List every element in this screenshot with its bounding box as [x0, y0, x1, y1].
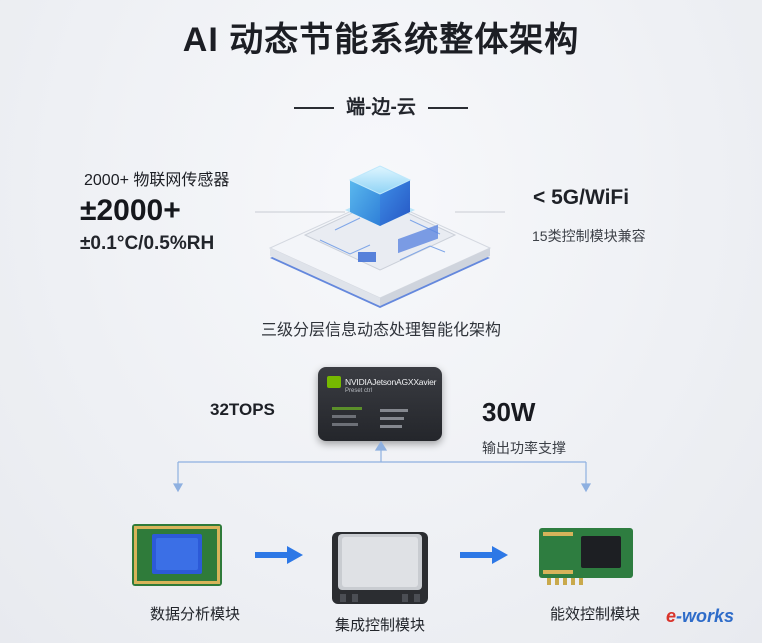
subtitle-rule-right: [427, 107, 468, 109]
board-sub: Preset ctrl: [345, 388, 373, 394]
eworks-logo: e-works: [666, 606, 735, 626]
architecture-caption: 三级分层信息动态处理智能化架构: [260, 322, 501, 339]
cube-left-face: [350, 180, 380, 226]
compute-label: 32TOPS: [210, 400, 275, 419]
module-label-data-analysis: 数据分析模块: [149, 606, 240, 623]
spec-line: [332, 407, 362, 410]
spec-line: [332, 415, 356, 418]
cube-right-face: [380, 180, 410, 226]
energy-control-board-icon: [539, 528, 633, 585]
spec-line: [380, 425, 402, 428]
power-sub: 输出功率支撑: [482, 440, 566, 456]
board-name: NVIDIAJetsonAGXXavier: [345, 377, 437, 387]
subtitle-text: 端-边-云: [346, 97, 416, 118]
arrow-right-icon: [255, 546, 303, 564]
spec-line: [380, 409, 408, 412]
sensor-count: ±2000+: [80, 194, 181, 227]
arrow-up-icon: [374, 440, 388, 451]
data-analysis-chip-icon: [132, 524, 222, 586]
arrow-right-icon: [460, 546, 508, 564]
arrow-down-icon: [580, 483, 592, 493]
page-title: AI 动态节能系统整体架构: [182, 21, 580, 59]
spec-line: [380, 417, 404, 420]
chip-block-small: [358, 252, 376, 262]
module-label-energy-control: 能效控制模块: [549, 606, 640, 623]
nvidia-logo-icon: [327, 376, 341, 388]
jetson-board: NVIDIAJetsonAGXXavier Preset ctrl: [318, 367, 442, 441]
platform-illustration: [255, 165, 505, 308]
connectivity-sub: 15类控制模块兼容: [532, 228, 646, 244]
chip-block-right: [398, 224, 438, 254]
arrow-down-icon: [172, 483, 184, 493]
module-label-integrated-control: 集成控制模块: [334, 617, 425, 634]
integrated-control-chip-icon: [332, 532, 428, 604]
spec-line: [332, 423, 358, 426]
sensor-label: 2000+ 物联网传感器: [84, 172, 230, 189]
distribution-connector: [172, 440, 592, 493]
subtitle-rule-left: [294, 107, 335, 109]
cube-top-face: [348, 165, 412, 195]
power-label: 30W: [482, 397, 536, 427]
subtitle: 端-边-云: [0, 92, 762, 119]
sensor-accuracy: ±0.1°C/0.5%RH: [80, 233, 215, 254]
connectivity-label: < 5G/WiFi: [533, 186, 630, 209]
